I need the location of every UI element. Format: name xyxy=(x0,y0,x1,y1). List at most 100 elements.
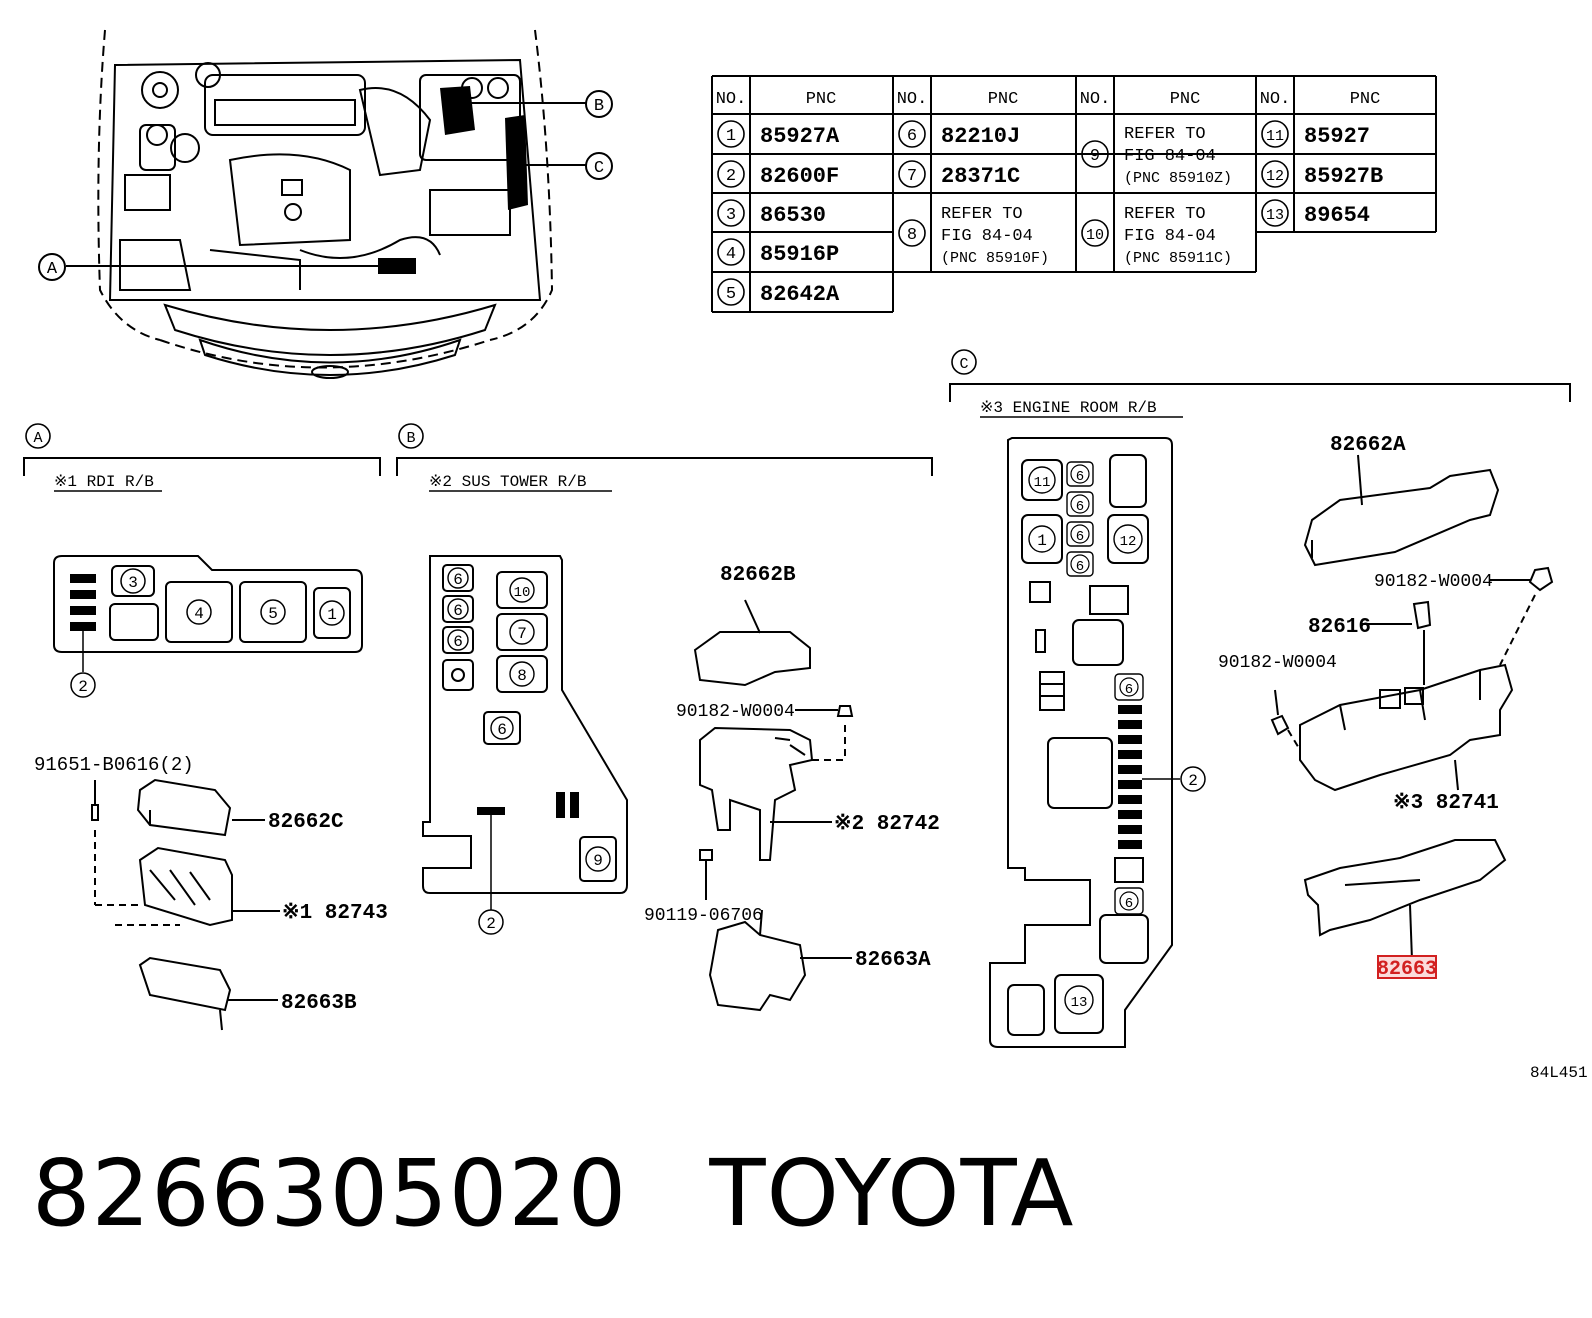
svg-text:5: 5 xyxy=(726,285,736,304)
header-no-2: NO. xyxy=(897,90,928,109)
sus-tower-position-numbers: 6 6 6 10 7 8 6 9 2 xyxy=(447,567,611,935)
svg-text:13: 13 xyxy=(1266,207,1284,224)
svg-text:(PNC 85910F): (PNC 85910F) xyxy=(941,250,1049,267)
svg-text:C: C xyxy=(959,356,968,373)
label-90182-w0004-b: 90182-W0004 xyxy=(676,702,795,722)
part-number: 8266305020 xyxy=(32,1140,628,1247)
svg-text:9: 9 xyxy=(1090,147,1100,166)
label-82741: ※3 82741 xyxy=(1393,791,1499,815)
callout-b: B xyxy=(585,90,613,118)
svg-text:B: B xyxy=(594,97,604,116)
table-row: 10 REFER TO FIG 84-04 (PNC 85911C) xyxy=(1081,205,1232,267)
svg-text:A: A xyxy=(47,260,58,279)
svg-text:6: 6 xyxy=(1076,529,1084,545)
engine-room-fuse-strip xyxy=(1118,705,1142,849)
callout-c: C xyxy=(585,152,613,180)
svg-text:FIG 84-04: FIG 84-04 xyxy=(1124,227,1216,246)
header-no-1: NO. xyxy=(716,90,747,109)
svg-text:※2 SUS TOWER R/B: ※2 SUS TOWER R/B xyxy=(429,473,586,491)
pnc-column-3: 9 REFER TO FIG 84-04 (PNC 85910Z) 10 REF… xyxy=(1081,125,1232,267)
header-pnc-4: PNC xyxy=(1350,90,1381,109)
svg-text:1: 1 xyxy=(1037,532,1047,550)
engine-room-position-numbers: 11 1 12 13 6 6 6 6 6 6 2 xyxy=(1028,461,1206,1015)
section-b-header: B ※2 SUS TOWER R/B xyxy=(398,423,612,492)
svg-text:82663: 82663 xyxy=(1377,958,1437,981)
header-no-3: NO. xyxy=(1080,90,1111,109)
section-c-header: C ※3 ENGINE ROOM R/B xyxy=(951,349,1183,418)
svg-text:85927A: 85927A xyxy=(760,124,840,149)
svg-text:85927B: 85927B xyxy=(1304,164,1383,189)
svg-text:11: 11 xyxy=(1266,128,1284,145)
header-pnc-1: PNC xyxy=(806,90,837,109)
label-82663a: 82663A xyxy=(855,949,931,972)
pnc-table xyxy=(711,75,1437,313)
header-pnc-2: PNC xyxy=(988,90,1019,109)
engine-bay-relay-markers xyxy=(378,86,528,274)
svg-text:8: 8 xyxy=(517,667,527,685)
sus-tower-part-labels: 82662B 90182-W0004 ※2 82742 90119-06706 … xyxy=(644,564,940,972)
svg-text:82600F: 82600F xyxy=(760,164,839,189)
svg-text:6: 6 xyxy=(1076,559,1084,575)
svg-text:2: 2 xyxy=(726,167,736,186)
svg-text:C: C xyxy=(594,159,604,178)
label-91651-b0616: 91651-B0616(2) xyxy=(34,754,194,776)
sus-tower-fuse-marks xyxy=(477,792,579,818)
svg-text:B: B xyxy=(406,430,415,447)
svg-text:11: 11 xyxy=(1034,475,1051,491)
svg-text:6: 6 xyxy=(1076,499,1084,515)
svg-text:9: 9 xyxy=(593,852,603,870)
svg-text:10: 10 xyxy=(514,585,531,601)
svg-text:3: 3 xyxy=(128,574,138,592)
svg-text:6: 6 xyxy=(453,633,463,651)
label-82743: ※1 82743 xyxy=(282,901,388,925)
svg-text:85916P: 85916P xyxy=(760,242,839,267)
svg-text:1: 1 xyxy=(327,606,337,624)
svg-text:(PNC 85911C): (PNC 85911C) xyxy=(1124,250,1232,267)
svg-text:85927: 85927 xyxy=(1304,124,1370,149)
table-row: 11 85927 xyxy=(1261,120,1370,149)
label-82662a: 82662A xyxy=(1330,434,1406,457)
table-row: 9 REFER TO FIG 84-04 (PNC 85910Z) xyxy=(1081,125,1232,187)
svg-text:6: 6 xyxy=(497,721,507,739)
svg-text:12: 12 xyxy=(1120,534,1137,550)
svg-text:2: 2 xyxy=(78,678,88,696)
svg-text:89654: 89654 xyxy=(1304,203,1370,228)
engine-room-relay-block-layout xyxy=(989,437,1173,1048)
section-brackets xyxy=(23,383,1571,476)
svg-text:(PNC 85910Z): (PNC 85910Z) xyxy=(1124,170,1232,187)
label-82662b: 82662B xyxy=(720,564,796,587)
table-row: 13 89654 xyxy=(1261,199,1370,228)
rdi-relay-block-layout xyxy=(53,555,363,653)
svg-text:2: 2 xyxy=(486,915,496,933)
table-row: 8 REFER TO FIG 84-04 (PNC 85910F) xyxy=(898,205,1049,267)
svg-text:FIG 84-04: FIG 84-04 xyxy=(941,227,1033,246)
highlighted-part-82663[interactable]: 82663 xyxy=(1377,955,1437,981)
rdi-part-labels: 91651-B0616(2) 82662C ※1 82743 82663B xyxy=(34,754,388,1015)
svg-text:3: 3 xyxy=(726,206,736,225)
engine-room-part-labels: 82662A 90182-W0004 82616 90182-W0004 ※3 … xyxy=(1218,434,1499,815)
svg-text:8: 8 xyxy=(907,226,917,245)
svg-text:A: A xyxy=(33,430,42,447)
svg-text:82210J: 82210J xyxy=(941,124,1020,149)
svg-text:REFER TO: REFER TO xyxy=(941,205,1023,224)
callout-leaders xyxy=(66,102,586,267)
sus-tower-relay-block-layout xyxy=(422,555,628,894)
engine-room-exploded-parts xyxy=(1270,454,1554,961)
label-82616: 82616 xyxy=(1308,616,1371,639)
svg-text:REFER TO: REFER TO xyxy=(1124,125,1206,144)
sus-tower-exploded-parts xyxy=(693,599,854,1012)
svg-text:28371C: 28371C xyxy=(941,164,1020,189)
svg-text:※1 RDI R/B: ※1 RDI R/B xyxy=(54,473,154,491)
svg-text:6: 6 xyxy=(453,602,463,620)
svg-text:※3 ENGINE ROOM R/B: ※3 ENGINE ROOM R/B xyxy=(980,399,1157,417)
header-pnc-3: PNC xyxy=(1170,90,1201,109)
svg-text:2: 2 xyxy=(1188,772,1198,790)
